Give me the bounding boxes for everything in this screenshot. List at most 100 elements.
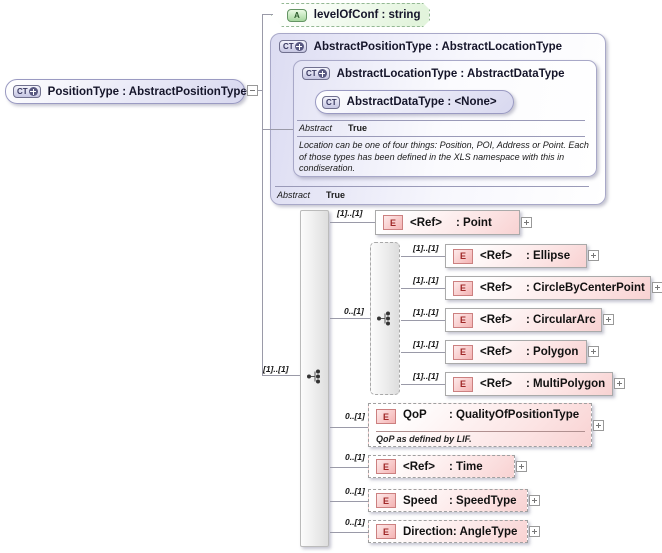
element-annotation: QoP as defined by LIF.	[376, 434, 472, 444]
type-detail-box[interactable]: CT AbstractPositionType : AbstractLocati…	[270, 33, 606, 205]
element-name: <Ref>	[410, 216, 442, 229]
attribute-icon: A	[287, 9, 307, 22]
element-type: : CircularArc	[526, 314, 596, 326]
type-detail-header: CT AbstractPositionType : AbstractLocati…	[271, 34, 605, 53]
connector-line	[330, 532, 368, 533]
element-icon-label: E	[382, 411, 389, 422]
element-icon: E	[376, 493, 396, 508]
element-speed[interactable]: E Speed : SpeedType	[368, 489, 528, 512]
element-time[interactable]: E <Ref> : Time	[368, 455, 515, 478]
divider	[297, 120, 585, 121]
connector-line	[262, 375, 300, 376]
complex-type-icon: CT	[13, 85, 41, 98]
complex-type-icon-label: CT	[283, 42, 294, 51]
element-name: Speed	[403, 494, 438, 507]
abstract-value: True	[326, 190, 346, 200]
element-type: : MultiPolygon	[526, 378, 606, 390]
type-detail-title: AbstractPositionType : AbstractLocationT…	[313, 40, 563, 53]
sequence-group-bar[interactable]	[300, 210, 329, 547]
plus-dot-icon	[317, 69, 327, 78]
element-type: : AngleType	[452, 525, 518, 538]
connector-line	[330, 427, 368, 428]
occurrence-label-choice: 0..[1]	[344, 306, 364, 316]
element-icon: E	[376, 409, 396, 424]
complex-type-icon-label: CT	[306, 69, 317, 78]
complex-type-icon: CT	[322, 95, 340, 109]
choice-group-bar[interactable]	[370, 242, 400, 395]
base-type-box[interactable]: CT AbstractLocationType : AbstractDataTy…	[293, 60, 597, 177]
element-direction[interactable]: E Direction : AngleType	[368, 520, 528, 543]
expand-button-circle-by-center-point[interactable]	[652, 282, 662, 293]
occurrence-label-multi-polygon: [1]..[1]	[413, 371, 439, 381]
occurrence-label-circular-arc: [1]..[1]	[413, 307, 439, 317]
element-polygon[interactable]: E <Ref> : Polygon	[445, 340, 587, 364]
element-ellipse[interactable]: E <Ref> : Ellipse	[445, 244, 587, 268]
root-type-node[interactable]: CT PositionType : AbstractPositionType	[5, 79, 247, 104]
element-name: <Ref>	[480, 346, 512, 358]
occurrence-label-speed: 0..[1]	[345, 486, 365, 496]
element-type: : SpeedType	[449, 494, 517, 507]
connector-line	[330, 318, 370, 319]
expand-button-polygon[interactable]	[588, 346, 599, 357]
element-icon: E	[383, 215, 403, 230]
element-icon: E	[376, 459, 396, 474]
element-icon: E	[453, 312, 473, 328]
sequence-icon	[307, 369, 320, 384]
element-name: <Ref>	[480, 250, 512, 262]
complex-type-icon: CT	[302, 67, 330, 80]
element-icon-label: E	[459, 283, 466, 293]
occurrence-label-sequence: [1]..[1]	[263, 364, 289, 374]
collapse-button[interactable]	[247, 85, 258, 96]
element-icon-label: E	[459, 251, 466, 261]
connector-line	[401, 352, 445, 353]
occurrence-label-ellipse: [1]..[1]	[413, 243, 439, 253]
choice-icon	[377, 311, 390, 326]
abstract-row: Abstract True	[277, 190, 345, 200]
attribute-node[interactable]: A levelOfConf : string	[271, 3, 430, 27]
element-icon-label: E	[459, 315, 466, 325]
expand-button-time[interactable]	[516, 461, 527, 472]
complex-type-icon-label: CT	[326, 97, 337, 107]
connector-line	[401, 288, 445, 289]
connector-line	[401, 256, 445, 257]
expand-button-speed[interactable]	[529, 495, 540, 506]
expand-button-ellipse[interactable]	[588, 250, 599, 261]
expand-button-multi-polygon[interactable]	[614, 378, 625, 389]
element-icon-label: E	[382, 461, 389, 472]
expand-button-qop[interactable]	[593, 420, 604, 431]
attribute-icon-label: A	[294, 10, 300, 20]
abstract-label: Abstract	[277, 190, 311, 200]
element-type: : CircleByCenterPoint	[526, 282, 645, 294]
element-icon-label: E	[459, 347, 466, 357]
element-type: : Time	[449, 460, 483, 473]
element-name: <Ref>	[403, 460, 435, 473]
abstract-value: True	[348, 123, 368, 133]
base-type-title: AbstractLocationType : AbstractDataType	[336, 67, 565, 80]
element-name: Direction	[403, 525, 453, 538]
expand-button-point[interactable]	[521, 217, 532, 228]
root-base-type-label: AbstractDataType : <None>	[346, 96, 497, 108]
expand-button-circular-arc[interactable]	[603, 314, 614, 325]
element-icon: E	[376, 524, 396, 539]
element-type: : Polygon	[526, 346, 579, 358]
element-point[interactable]: E <Ref> : Point	[375, 210, 520, 235]
abstract-label: Abstract	[299, 123, 333, 133]
connector-line	[330, 222, 375, 223]
element-icon-label: E	[389, 217, 396, 228]
divider	[275, 186, 589, 187]
connector-line	[401, 384, 445, 385]
element-qop[interactable]: E QoP : QualityOfPositionType QoP as def…	[368, 403, 592, 447]
element-icon: E	[453, 280, 473, 296]
element-name: QoP	[403, 409, 427, 421]
connector-line	[401, 320, 445, 321]
element-circle-by-center-point[interactable]: E <Ref> : CircleByCenterPoint	[445, 276, 651, 300]
element-name: <Ref>	[480, 282, 512, 294]
abstract-row: Abstract True	[299, 123, 367, 133]
element-circular-arc[interactable]: E <Ref> : CircularArc	[445, 308, 602, 332]
expand-button-direction[interactable]	[529, 526, 540, 537]
root-type-label: PositionType : AbstractPositionType	[47, 85, 247, 98]
root-base-type-node[interactable]: CT AbstractDataType : <None>	[315, 90, 514, 114]
element-icon: E	[453, 248, 473, 264]
element-multi-polygon[interactable]: E <Ref> : MultiPolygon	[445, 372, 613, 396]
occurrence-label-circle-by-center-point: [1]..[1]	[413, 275, 439, 285]
